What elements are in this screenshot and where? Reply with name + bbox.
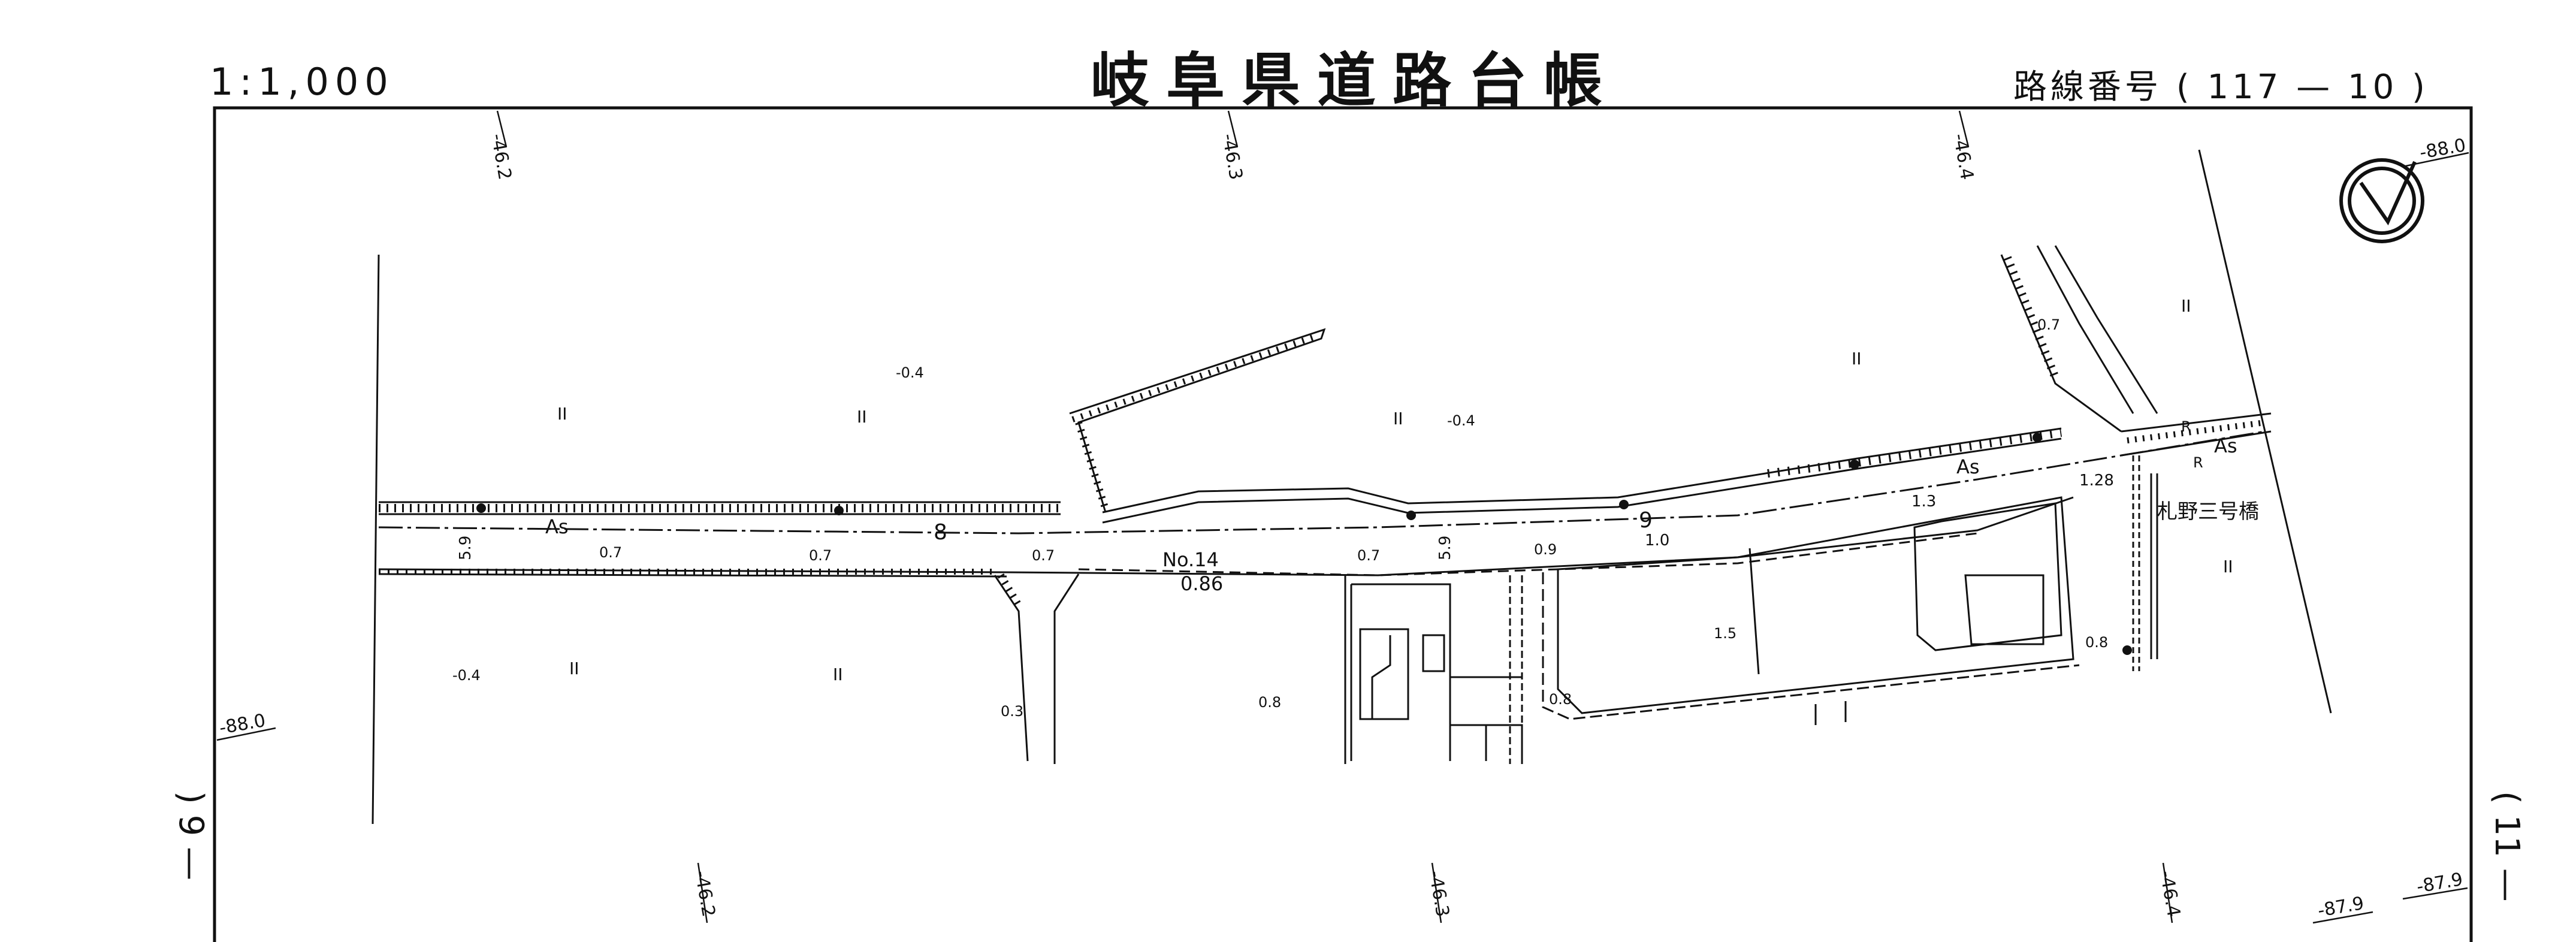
road-width-label-2: 5.9: [1436, 536, 1454, 560]
left-boundary: [372, 254, 380, 825]
road-width-label-1: 5.9: [457, 536, 475, 560]
fenced-parcel: [1069, 328, 1326, 513]
survey-elevation-label: 0.86: [1180, 572, 1223, 595]
elevation-label-2: -0.4: [1447, 412, 1475, 429]
spot-height-6: 0.7: [2037, 316, 2060, 333]
r-label-2: R: [2193, 454, 2203, 471]
spot-height-2: 0.7: [809, 547, 832, 564]
right-sheet-mark: ( 11 —: [2487, 791, 2526, 902]
side-road-southwest: [993, 573, 1080, 764]
spot-height-5: 0.9: [1534, 541, 1557, 558]
road-centerline: [378, 430, 2266, 535]
east-parcel: [1542, 496, 2080, 725]
spot-height-9: 0.8: [2085, 634, 2108, 651]
spot-height-4: 0.7: [1357, 547, 1380, 564]
rice-field-symbol-2: II: [857, 407, 867, 427]
spot-height-7: 0.8: [1258, 694, 1281, 711]
road-south-edge: [378, 496, 2074, 578]
page-title: 岐阜県道路台帳: [1091, 47, 1620, 115]
map-frame: [213, 106, 2473, 942]
road-width-label-3: 1.28: [2079, 472, 2114, 490]
route-open-paren: (: [2176, 68, 2193, 107]
section-9-label: 9: [1639, 508, 1653, 533]
rice-field-symbol-1: II: [557, 404, 567, 424]
rice-field-symbol-4: II: [1852, 349, 1862, 369]
rice-field-symbol-3: II: [1393, 409, 1403, 428]
section-8-label: 8: [934, 520, 947, 545]
grid-label-top-left: -46.2: [487, 132, 515, 182]
map-scale: 1:1,000: [210, 60, 394, 104]
rice-field-symbol-6: II: [2223, 557, 2233, 576]
elevation-label-1: -0.4: [896, 364, 924, 381]
north-arrow-icon: [2339, 158, 2424, 243]
route-close-paren: ): [2412, 68, 2429, 107]
rice-field-symbol-8: II: [833, 665, 843, 684]
elevation-label-3: -0.4: [452, 667, 481, 684]
building-block: [1344, 575, 1523, 764]
bridge-name-label: 札野三号橋: [2157, 500, 2259, 524]
route-number: 路線番号 ( 117 — 10 ): [2013, 60, 2429, 108]
spot-height-11: 1.5: [1714, 625, 1737, 642]
road-north-edge: [379, 501, 1061, 515]
spot-height-1: 0.7: [599, 544, 622, 561]
spot-height-8: 0.8: [1549, 691, 1572, 708]
spot-height-10: 0.3: [1001, 703, 1023, 720]
grid-label-top-center: -46.3: [1218, 132, 1246, 182]
pavement-label-east-2: As: [2214, 434, 2237, 457]
route-label: 路線番号: [2013, 68, 2162, 107]
survey-dots: [476, 433, 2132, 655]
grid-label-top-right: -46.4: [1949, 132, 1977, 182]
road-width-label-5: 1.0: [1645, 532, 1669, 550]
rice-field-symbol-5: II: [2181, 296, 2191, 316]
survey-point-label: No.14: [1162, 548, 1219, 571]
northeast-road: [2000, 149, 2332, 714]
spot-height-3: 0.7: [1032, 547, 1055, 564]
r-label-1: R: [2181, 418, 2191, 435]
route-number-value: 117 — 10: [2207, 68, 2398, 107]
road-width-label-4: 1.3: [1911, 493, 1936, 511]
grid-label-right-top: -88.0: [2418, 135, 2468, 164]
pavement-label-west: As: [545, 515, 569, 538]
pavement-label-east-1: As: [1956, 455, 1980, 478]
rice-field-symbol-7: II: [569, 659, 579, 678]
left-sheet-mark: ) 9 —: [171, 791, 210, 881]
